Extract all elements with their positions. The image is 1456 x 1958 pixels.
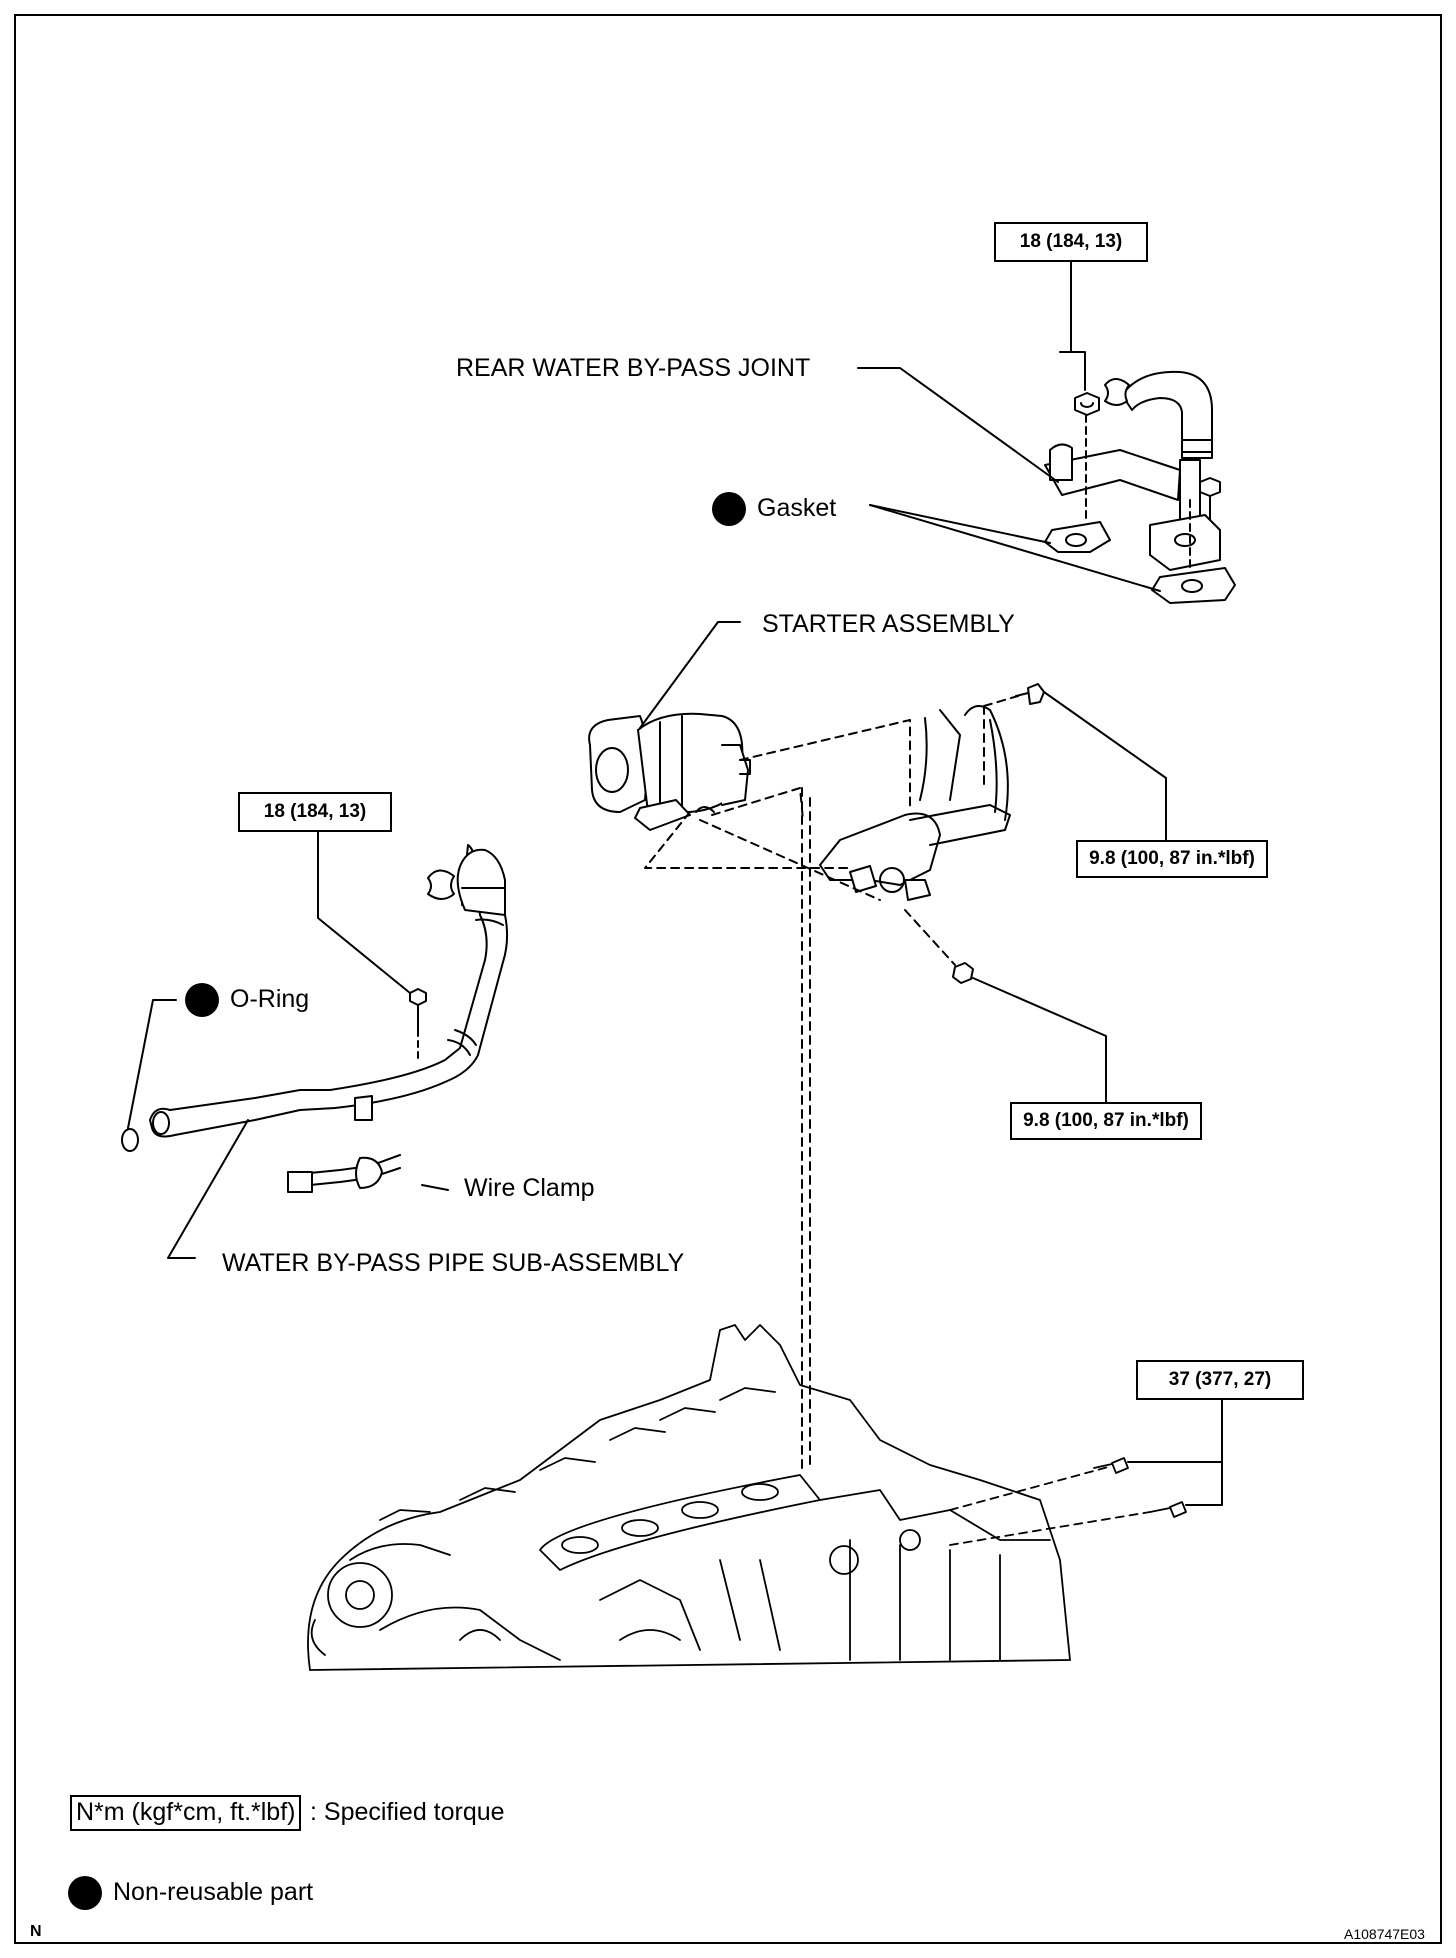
- diagram-frame: [14, 14, 1442, 1944]
- rear-water-bypass-joint-drawing: [1044, 370, 1236, 604]
- label-starter-assembly: STARTER ASSEMBLY: [762, 610, 1015, 638]
- starter-assembly-drawing: [588, 683, 1045, 1471]
- water-bypass-pipe-drawing: [121, 844, 509, 1193]
- label-gasket: Gasket: [757, 494, 837, 522]
- corner-code-right: A108747E03: [1344, 1926, 1425, 1942]
- engine-block-drawing: [307, 1324, 1187, 1671]
- legend-torque-text: : Specified torque: [310, 1798, 505, 1826]
- torque-box-starter-lower: 9.8 (100, 87 in.*lbf): [1010, 1102, 1202, 1140]
- label-o-ring: O-Ring: [230, 985, 310, 1013]
- torque-box-starter-upper: 9.8 (100, 87 in.*lbf): [1076, 840, 1268, 878]
- torque-box-pipe-bolt: 18 (184, 13): [238, 792, 392, 832]
- nonreusable-marker-o-ring: [185, 983, 219, 1017]
- torque-box-starter-mount: 37 (377, 27): [1136, 1360, 1304, 1400]
- legend-torque-box: N*m (kgf*cm, ft.*lbf): [70, 1795, 302, 1831]
- label-wire-clamp: Wire Clamp: [464, 1174, 595, 1202]
- nonreusable-marker-gasket: [712, 492, 746, 526]
- legend-nonreusable-marker: [68, 1876, 102, 1910]
- torque-box-rear-joint: 18 (184, 13): [994, 222, 1148, 262]
- legend-nonreusable-text: Non-reusable part: [113, 1878, 314, 1906]
- label-water-bypass-pipe: WATER BY-PASS PIPE SUB-ASSEMBLY: [222, 1249, 685, 1277]
- label-rear-water-bypass-joint: REAR WATER BY-PASS JOINT: [456, 354, 811, 382]
- corner-code-left: N: [30, 1923, 42, 1940]
